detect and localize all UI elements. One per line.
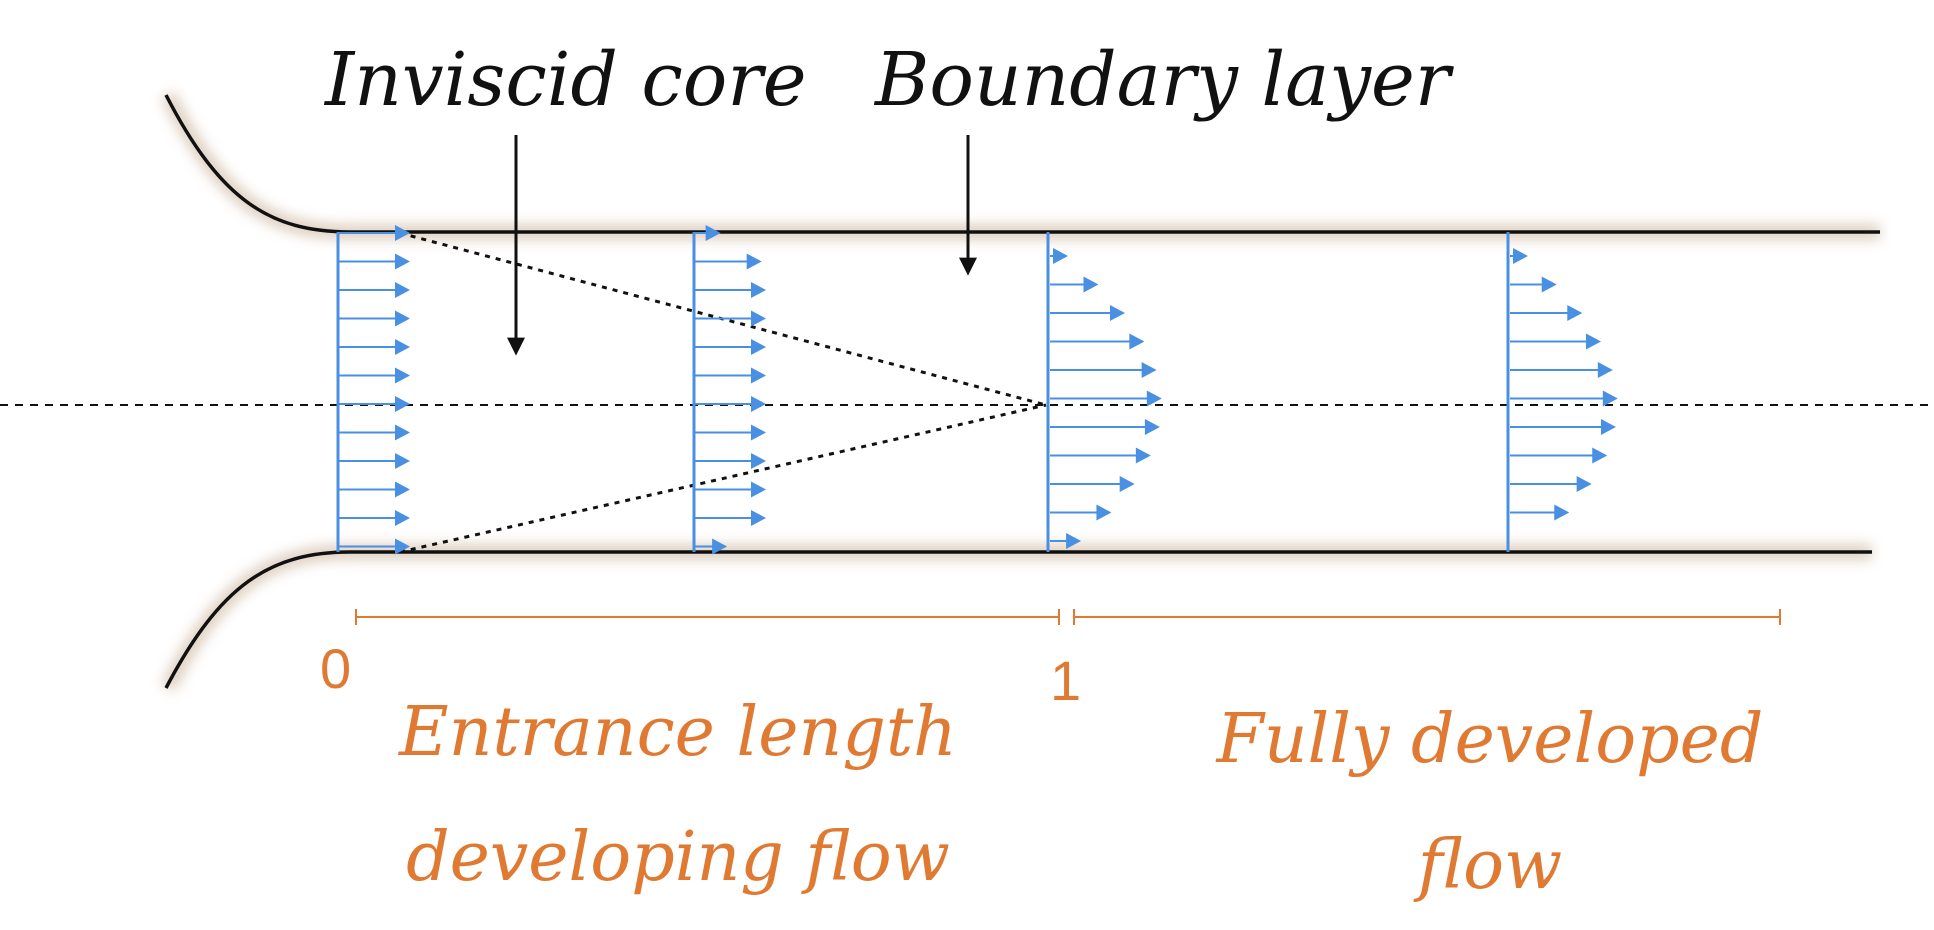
developing-velocity-arrow-head — [751, 396, 766, 412]
inlet-velocity-arrow-head — [395, 339, 410, 355]
fully-developed-label: Fully developed — [1215, 700, 1764, 779]
parabolic-velocity-arrow-head — [1119, 476, 1135, 492]
parabolic-velocity-arrow-head — [1554, 504, 1570, 521]
inlet-velocity-arrow-head — [395, 510, 410, 526]
parabolic-velocity-arrow-head — [1146, 390, 1162, 407]
developing-velocity-arrow-head — [751, 282, 766, 298]
entrance-length-label: Entrance length — [397, 693, 957, 772]
wall-glow — [160, 91, 1880, 692]
developing-flow-label: developing flow — [406, 818, 950, 897]
developing-velocity-arrow-head — [746, 253, 762, 270]
developing-velocity-arrow-head — [751, 453, 766, 469]
inlet-velocity-arrow-head — [395, 282, 410, 298]
parabolic-velocity-arrow-head — [1096, 504, 1112, 521]
parabolic-velocity-arrow-head — [1144, 419, 1160, 435]
parabolic-velocity-arrow-head — [1053, 248, 1068, 264]
pipe-upper-wall — [164, 94, 1880, 234]
developing-velocity-arrow-head — [751, 339, 766, 355]
parabolic-velocity-arrow-head — [1592, 447, 1608, 464]
boundary-layer-edge-lower — [399, 403, 1047, 554]
parabolic-velocity-arrow-head — [1602, 390, 1618, 407]
inlet-velocity-arrow-head — [395, 253, 410, 270]
parabolic-velocity-arrow-head — [1541, 276, 1557, 293]
parabolic-velocity-arrow-head — [1585, 333, 1601, 350]
parabolic-velocity-arrow-head — [1129, 333, 1145, 350]
developing-velocity-arrow-head — [751, 424, 766, 441]
parabolic-velocity-arrow-head — [1567, 305, 1583, 321]
marker-start: 0 — [320, 637, 351, 700]
inlet-velocity-arrow-head — [395, 538, 410, 555]
parabolic-velocity-arrow-head — [1141, 362, 1157, 378]
inlet-velocity-arrow-head — [395, 396, 410, 412]
inlet-velocity-arrow-head — [395, 225, 410, 241]
pipe-lower-wall — [164, 550, 1872, 689]
entrance-length-bracket — [355, 609, 1060, 625]
parabolic-velocity-arrow-head — [1083, 276, 1099, 293]
inviscid-core-label: Inviscid core — [323, 37, 807, 123]
developing-velocity-arrow-head — [751, 510, 766, 526]
marker-end: 1 — [1050, 649, 1081, 712]
developing-velocity-arrow-head — [751, 367, 766, 384]
parabolic-velocity-arrow-head — [1109, 305, 1125, 321]
parabolic-velocity-arrow-head — [1135, 447, 1151, 464]
parabolic-velocity-arrow-head — [1600, 419, 1616, 435]
developed-length-bracket — [1073, 609, 1781, 625]
boundary-layer-label: Boundary layer — [873, 37, 1455, 123]
parabolic-velocity-arrow-head — [1597, 362, 1613, 378]
developing-velocity-arrow-head — [751, 481, 766, 498]
inlet-velocity-arrow-head — [395, 481, 410, 498]
developed-flow-label: flow — [1413, 826, 1563, 905]
velocity-profiles — [336, 225, 1618, 555]
inlet-velocity-arrow-head — [395, 310, 410, 327]
parabolic-velocity-arrow-head — [1513, 248, 1528, 264]
developing-velocity-arrow-head — [751, 310, 766, 327]
parabolic-velocity-arrow-head — [1576, 476, 1592, 492]
inlet-velocity-arrow-head — [395, 424, 410, 441]
parabolic-velocity-arrow-head — [1066, 533, 1082, 549]
inlet-velocity-arrow-head — [395, 453, 410, 469]
inlet-velocity-arrow-head — [395, 367, 410, 384]
developing-velocity-arrow-head — [705, 225, 721, 241]
developing-velocity-arrow-head — [712, 538, 728, 555]
